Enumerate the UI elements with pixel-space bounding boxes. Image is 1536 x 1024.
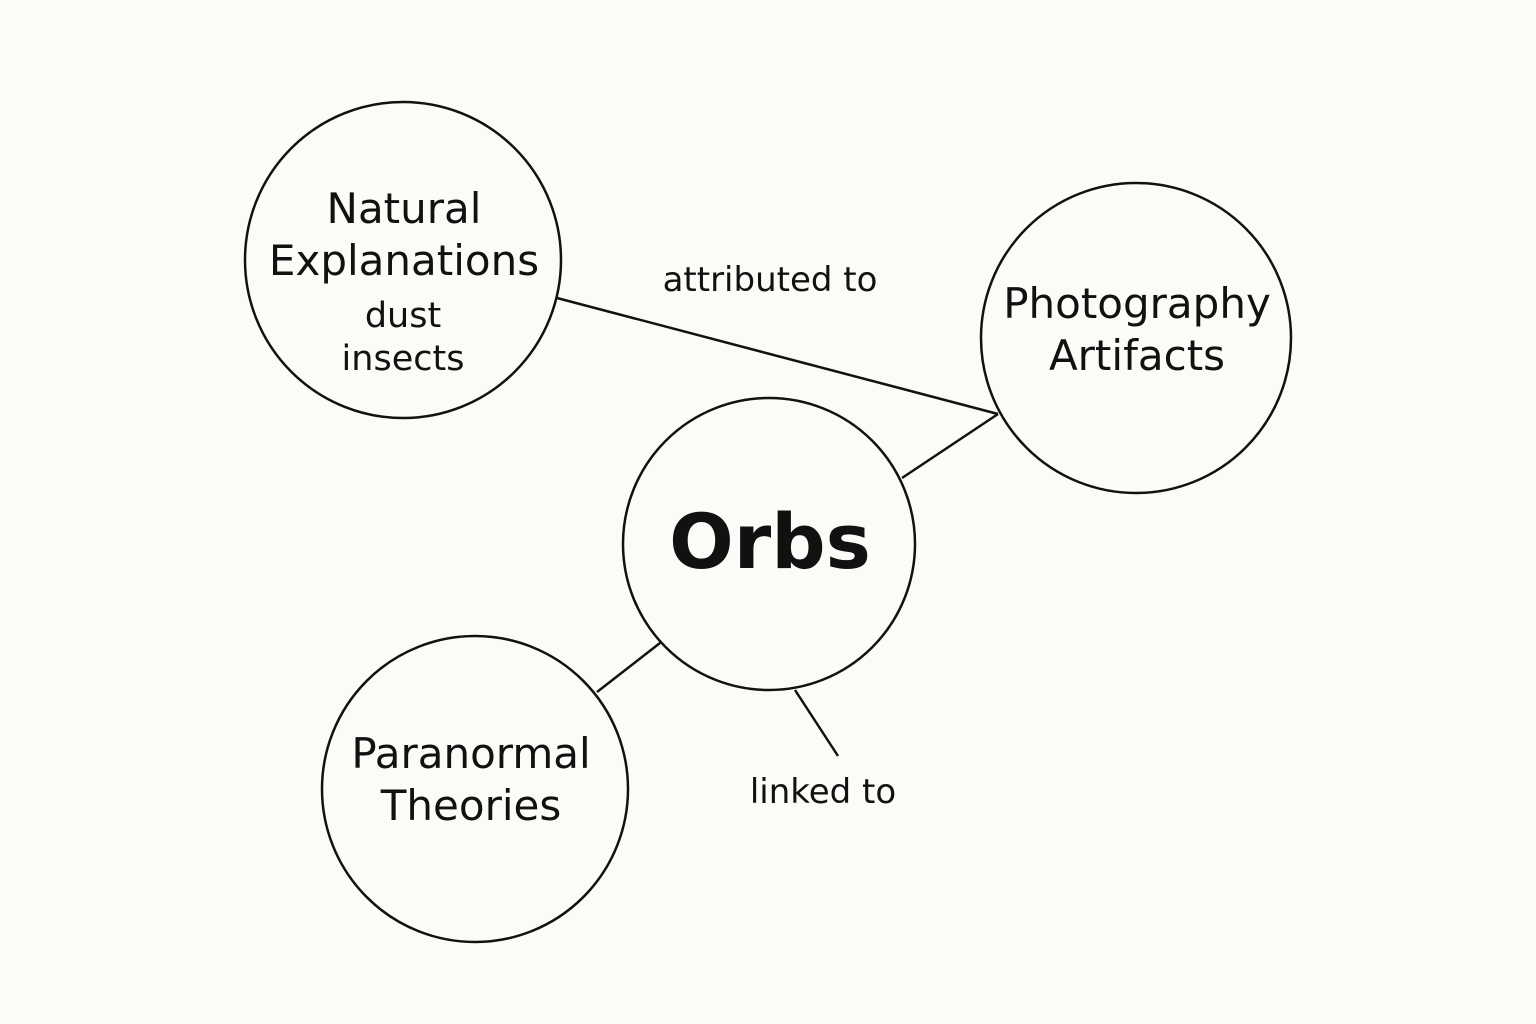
photography-title-2: Artifacts — [1049, 331, 1225, 380]
edge-label-attributed-to: attributed to — [663, 260, 878, 300]
orbs-title: Orbs — [669, 497, 871, 586]
edge-orbs-photography — [901, 412, 999, 480]
paranormal-title-2: Theories — [380, 781, 561, 830]
photography-title-1: Photography — [1003, 279, 1271, 328]
edge-orbs-paranormal — [596, 642, 661, 693]
natural-sub-1: dust — [365, 296, 441, 336]
edge-orbs-linked — [793, 689, 840, 757]
edge-natural-photography — [556, 296, 999, 416]
node-natural-explanations — [243, 100, 563, 420]
node-photography-artifacts — [979, 181, 1293, 495]
edge-label-linked-to: linked to — [750, 772, 896, 812]
natural-title-1: Natural — [327, 184, 482, 233]
node-orbs — [621, 396, 917, 692]
node-paranormal-theories — [320, 634, 630, 944]
natural-sub-2: insects — [342, 339, 465, 379]
natural-title-2: Explanations — [269, 236, 539, 285]
paranormal-title-1: Paranormal — [351, 729, 590, 778]
